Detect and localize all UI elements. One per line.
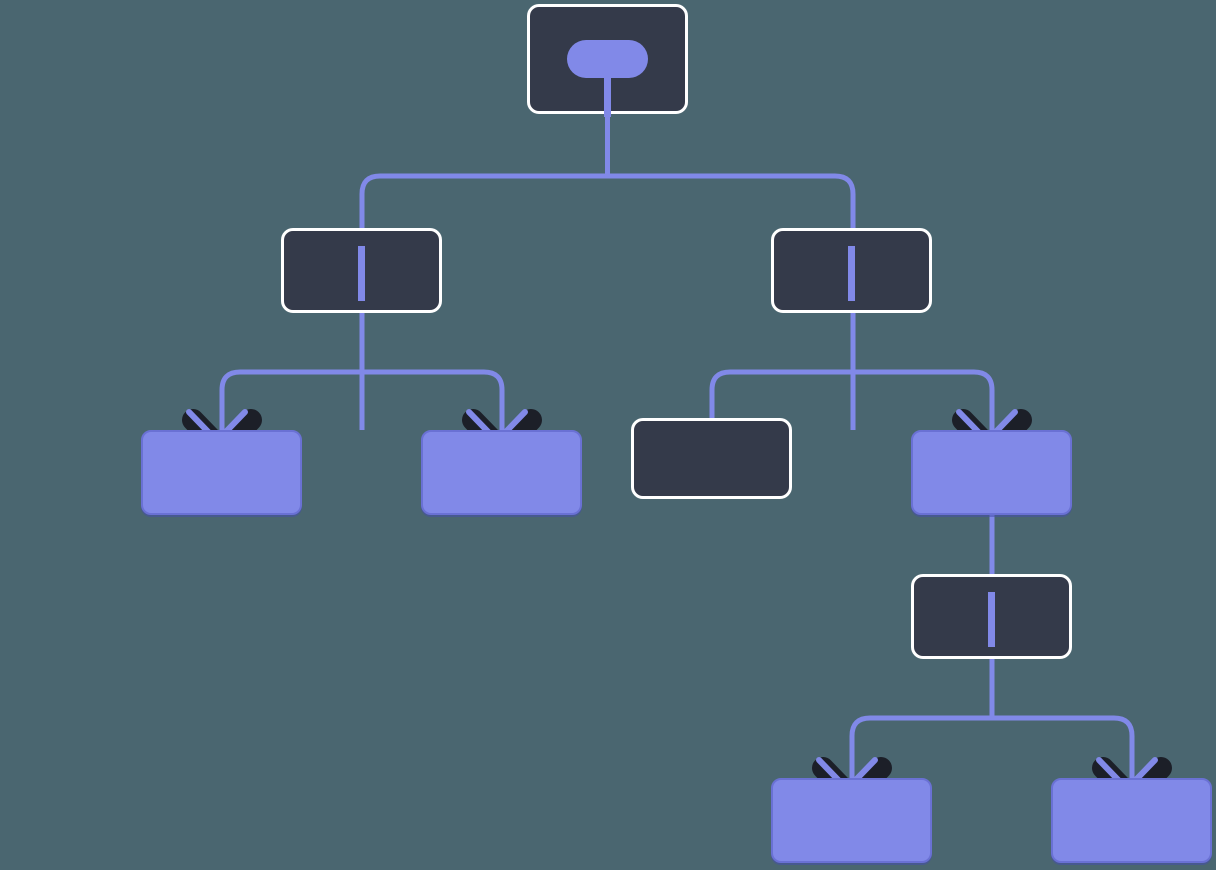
node-leaf-1[interactable] <box>141 430 302 515</box>
edge-branch-right-to-empty <box>709 369 853 420</box>
node-leaf-5[interactable] <box>1051 778 1212 863</box>
edge-branch-left-to-leaf-2 <box>362 369 505 432</box>
node-leaf-2[interactable] <box>421 430 582 515</box>
node-root[interactable] <box>527 4 688 117</box>
node-branch-right[interactable] <box>771 228 932 313</box>
edge-branch-left-to-leaf-1 <box>219 369 362 432</box>
branch-right-bar-icon <box>848 246 855 301</box>
edge-branch-right-2-to-leaf-5 <box>992 715 1135 780</box>
node-leaf-3[interactable] <box>911 430 1072 515</box>
node-empty[interactable] <box>631 418 792 499</box>
branch-left-bar-icon <box>358 246 365 301</box>
node-leaf-4[interactable] <box>771 778 932 863</box>
node-branch-right-2[interactable] <box>911 574 1072 659</box>
branch-right-2-bar-icon <box>988 592 995 647</box>
edge-branch-right-2-to-leaf-4 <box>849 659 995 780</box>
edge-branch-right-to-leaf-3 <box>853 369 995 432</box>
node-branch-left[interactable] <box>281 228 442 313</box>
root-stem-icon <box>604 59 611 117</box>
